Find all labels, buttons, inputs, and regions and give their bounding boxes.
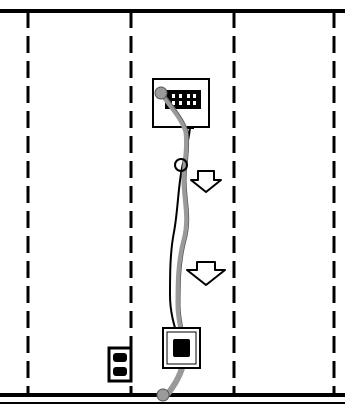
down-arrow-icon [186, 261, 226, 286]
existing-outlet [107, 346, 133, 383]
cable-grommet [173, 339, 190, 357]
receptacle [113, 353, 127, 362]
bottom-plate [0, 393, 345, 404]
pull-direction-arrows [186, 170, 226, 286]
bottom-opening-box [162, 327, 201, 369]
wall-studs [26, 11, 336, 393]
cable-connector-bottom [156, 388, 170, 402]
cable-clamp [174, 158, 188, 172]
receptacle [113, 367, 127, 376]
cable-connector-top [154, 86, 168, 100]
down-arrow-icon [190, 170, 222, 193]
